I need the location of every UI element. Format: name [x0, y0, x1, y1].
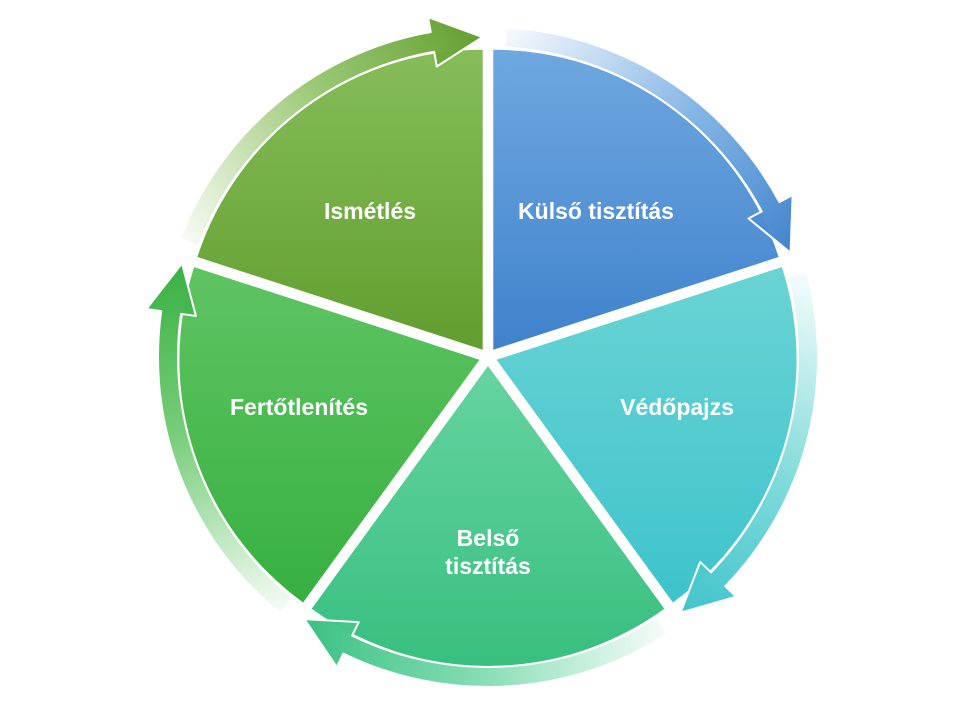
- arrow-ismetles: [178, 16, 484, 247]
- label-fertotlenites: Fertőtlenítés: [230, 394, 368, 420]
- sector-ismetles: [197, 49, 483, 350]
- arrow-kulso: [503, 26, 794, 254]
- label-belso-line: tisztítás: [445, 553, 531, 579]
- label-vedopajzs: Védőpajzs: [620, 394, 734, 420]
- arrow-fertotlenites: [145, 262, 294, 615]
- sector-belso: [311, 366, 665, 667]
- sector-fertotlenites: [179, 267, 480, 603]
- arrow-vedopajzs: [679, 270, 819, 614]
- label-kulso-line: Külső tisztítás: [518, 198, 674, 224]
- label-vedopajzs-line: Védőpajzs: [620, 394, 734, 420]
- arrow-group: [145, 16, 819, 688]
- label-ismetles-line: Ismétlés: [324, 198, 416, 224]
- label-ismetles: Ismétlés: [324, 198, 416, 224]
- sector-vedopajzs: [496, 267, 797, 603]
- label-belso-line: Belső: [457, 525, 520, 551]
- arrow-belso: [303, 615, 669, 688]
- sector-kulso: [493, 49, 779, 350]
- label-fertotlenites-line: Fertőtlenítés: [230, 394, 368, 420]
- sector-group: [179, 49, 797, 667]
- label-kulso: Külső tisztítás: [518, 198, 674, 224]
